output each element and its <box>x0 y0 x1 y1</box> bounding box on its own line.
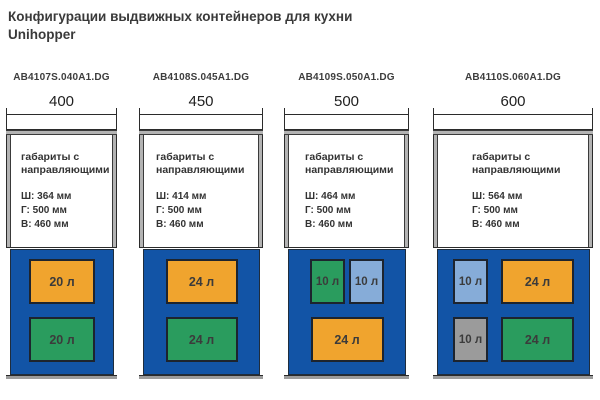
side-rail-left <box>434 135 438 247</box>
config-column-400: AB4107S.040A1.DG 400 габариты с направля… <box>6 70 117 379</box>
dimension-tick-left <box>6 108 7 115</box>
bin-24l: 24 л <box>501 259 574 304</box>
bin-row: 24 л <box>165 259 238 304</box>
bin-24l: 24 л <box>501 317 574 362</box>
side-rail-right <box>112 135 116 247</box>
bin-10l: 10 л <box>310 259 345 304</box>
spec-depth: Г: 500 мм <box>21 205 67 216</box>
caption-line1: габариты с <box>156 151 215 163</box>
dimension-lines: Ш: 414 мм Г: 500 мм В: 460 мм <box>156 190 258 232</box>
dimension-tick-right <box>116 108 117 115</box>
container-body: 10 л 10 л 24 л <box>288 249 406 375</box>
base-line <box>6 375 117 379</box>
caption-line1: габариты с <box>472 151 531 163</box>
caption-line1: габариты с <box>305 151 364 163</box>
caption-line2: направляющими <box>156 164 245 176</box>
cabinet-outline: габариты с направляющими Ш: 414 мм Г: 50… <box>139 135 263 248</box>
side-rail-right <box>404 135 408 247</box>
cabinet-outline: габариты с направляющими Ш: 364 мм Г: 50… <box>6 135 117 248</box>
width-dimension-label: 600 <box>500 93 526 110</box>
bin-20l: 20 л <box>29 259 95 304</box>
caption-line2: направляющими <box>472 164 561 176</box>
page-title-line2: Unihopper <box>8 27 76 42</box>
spec-width: Ш: 364 мм <box>21 191 72 202</box>
dimension-lines: Ш: 464 мм Г: 500 мм В: 460 мм <box>305 190 404 232</box>
model-code: AB4107S.040A1.DG <box>13 72 110 83</box>
width-dimension-label: 500 <box>333 93 360 110</box>
top-panel-drawing <box>6 108 117 130</box>
dimension-tick-left <box>284 108 285 115</box>
spec-width: Ш: 564 мм <box>472 191 523 202</box>
cabinet-outline: габариты с направляющими Ш: 464 мм Г: 50… <box>284 135 409 248</box>
spec-depth: Г: 500 мм <box>305 205 351 216</box>
top-panel-drawing <box>433 108 593 130</box>
bin-row: 10 л 24 л <box>453 259 574 304</box>
spec-height: В: 460 мм <box>305 219 353 230</box>
bin-10l: 10 л <box>453 259 488 304</box>
rail-gap-strip <box>284 130 409 135</box>
dimension-lines: Ш: 564 мм Г: 500 мм В: 460 мм <box>472 190 588 232</box>
width-dimension-label: 450 <box>188 93 214 110</box>
bin-row: 20 л <box>29 259 95 304</box>
caption-line1: габариты с <box>21 151 80 163</box>
spec-height: В: 460 мм <box>156 219 204 230</box>
caption-line2: направляющими <box>21 164 110 176</box>
container-body: 20 л 20 л <box>10 249 114 375</box>
dimension-tick-left <box>433 108 434 115</box>
spec-depth: Г: 500 мм <box>156 205 202 216</box>
spec-height: В: 460 мм <box>21 219 69 230</box>
rail-gap-strip <box>139 130 263 135</box>
side-rail-left <box>285 135 289 247</box>
spec-height: В: 460 мм <box>472 219 520 230</box>
base-line <box>139 375 263 379</box>
dimension-tick-left <box>139 108 140 115</box>
model-code: AB4108S.045A1.DG <box>152 72 250 83</box>
bin-24l: 24 л <box>165 317 238 362</box>
bin-row: 20 л <box>29 317 95 362</box>
side-rail-left <box>140 135 144 247</box>
bin-24l: 24 л <box>165 259 238 304</box>
page-title: Конфигурации выдвижных контейнеров для к… <box>8 8 352 44</box>
specs-block: габариты с направляющими Ш: 464 мм Г: 50… <box>285 135 408 232</box>
base-line <box>284 375 409 379</box>
top-panel-drawing <box>139 108 263 130</box>
config-column-450: AB4108S.045A1.DG 450 габариты с направля… <box>139 70 263 379</box>
specs-block: габариты с направляющими Ш: 414 мм Г: 50… <box>140 135 262 232</box>
model-code: AB4109S.050A1.DG <box>298 72 395 83</box>
dimension-tick-right <box>262 108 263 115</box>
specs-block: габариты с направляющими Ш: 564 мм Г: 50… <box>434 135 592 232</box>
spec-width: Ш: 464 мм <box>305 191 356 202</box>
bin-10l: 10 л <box>453 317 488 362</box>
page-title-line1: Конфигурации выдвижных контейнеров для к… <box>8 9 353 24</box>
side-rail-right <box>258 135 262 247</box>
top-panel-drawing <box>284 108 409 130</box>
side-rail-left <box>7 135 11 247</box>
config-column-600: AB4110S.060A1.DG 600 габариты с направля… <box>433 70 593 379</box>
model-code: AB4110S.060A1.DG <box>464 72 562 83</box>
config-column-500: AB4109S.050A1.DG 500 габариты с направля… <box>284 70 409 379</box>
bin-20l: 20 л <box>29 317 95 362</box>
dimension-tick-right <box>408 108 409 115</box>
cabinet-outline: габариты с направляющими Ш: 564 мм Г: 50… <box>433 135 593 248</box>
side-rail-right <box>588 135 592 247</box>
specs-block: габариты с направляющими Ш: 364 мм Г: 50… <box>7 135 116 232</box>
dimension-tick-right <box>592 108 593 115</box>
dimension-lines: Ш: 364 мм Г: 500 мм В: 460 мм <box>21 190 112 232</box>
bin-24l: 24 л <box>310 317 384 362</box>
bin-row: 24 л <box>310 317 384 362</box>
bin-10l: 10 л <box>349 259 384 304</box>
spec-depth: Г: 500 мм <box>472 205 518 216</box>
bin-row: 10 л 10 л <box>310 259 384 304</box>
container-body: 10 л 24 л 10 л 24 л <box>437 249 590 375</box>
spec-width: Ш: 414 мм <box>156 191 207 202</box>
container-body: 24 л 24 л <box>143 249 260 375</box>
caption-line2: направляющими <box>305 164 394 176</box>
width-dimension-label: 400 <box>48 93 75 110</box>
base-line <box>433 375 593 379</box>
rail-gap-strip <box>6 130 117 135</box>
bin-row: 24 л <box>165 317 238 362</box>
bin-row: 10 л 24 л <box>453 317 574 362</box>
rail-gap-strip <box>433 130 593 135</box>
